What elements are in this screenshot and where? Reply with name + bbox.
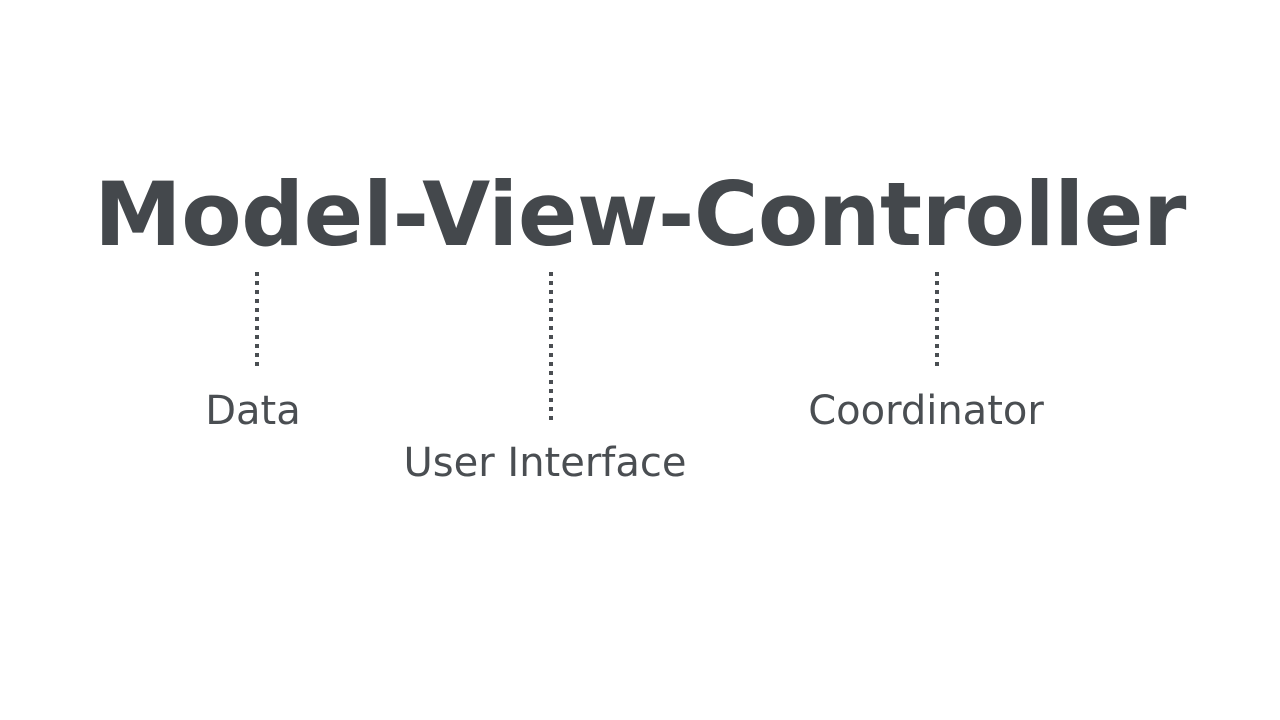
page-title: Model-View-Controller bbox=[94, 163, 1186, 266]
connector-line-model bbox=[255, 272, 259, 366]
connector-line-controller bbox=[935, 272, 939, 366]
label-view-user-interface: User Interface bbox=[403, 440, 687, 486]
label-model-data: Data bbox=[205, 388, 301, 434]
label-controller-coordinator: Coordinator bbox=[808, 388, 1044, 434]
connector-line-view bbox=[549, 272, 553, 420]
